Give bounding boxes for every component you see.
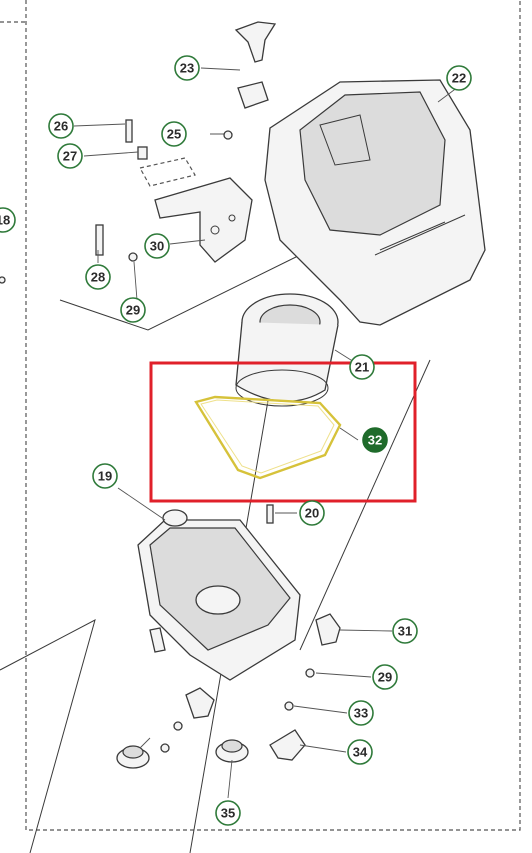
air-filter-element[interactable] bbox=[235, 293, 339, 407]
screw-25[interactable] bbox=[223, 130, 233, 140]
callout-34[interactable]: 34 bbox=[347, 739, 373, 765]
callout-26[interactable]: 26 bbox=[48, 113, 74, 139]
spacer-27[interactable] bbox=[137, 146, 148, 160]
callout-23[interactable]: 23 bbox=[174, 55, 200, 81]
callout-badges: 19 20 21 22 23 25 26 27 28 29 29 30 31 32 33 34 35 18 bbox=[0, 55, 472, 826]
bolt-26[interactable] bbox=[125, 119, 133, 143]
callout-18[interactable]: 18 bbox=[0, 207, 16, 233]
leader-lines bbox=[73, 67, 471, 799]
callout-label: 25 bbox=[167, 127, 181, 142]
callout-21[interactable]: 21 bbox=[349, 354, 375, 380]
mounting-bracket[interactable] bbox=[154, 177, 253, 263]
grommet-left[interactable] bbox=[116, 745, 150, 769]
callout-29a[interactable]: 29 bbox=[120, 297, 146, 323]
gasket-32[interactable] bbox=[194, 395, 342, 480]
nut-29-lower[interactable] bbox=[305, 668, 315, 678]
callout-label: 32 bbox=[368, 433, 382, 448]
callout-22[interactable]: 22 bbox=[446, 65, 472, 91]
callout-label: 33 bbox=[354, 706, 368, 721]
callout-label: 30 bbox=[150, 239, 164, 254]
callout-label: 28 bbox=[91, 270, 105, 285]
callout-25[interactable]: 25 bbox=[161, 121, 187, 147]
nut-18-left[interactable] bbox=[0, 276, 6, 284]
frame-line-right bbox=[299, 359, 431, 651]
callout-29b[interactable]: 29 bbox=[372, 664, 398, 690]
callout-label: 19 bbox=[98, 469, 112, 484]
callout-label: 27 bbox=[63, 149, 77, 164]
callout-label: 29 bbox=[126, 303, 140, 318]
callout-27[interactable]: 27 bbox=[57, 143, 83, 169]
callout-31[interactable]: 31 bbox=[392, 618, 418, 644]
bolt-28[interactable] bbox=[95, 224, 104, 256]
callout-label: 35 bbox=[221, 806, 235, 821]
callout-label: 18 bbox=[0, 213, 10, 228]
nut-left-b[interactable] bbox=[160, 743, 170, 753]
callout-20[interactable]: 20 bbox=[299, 500, 325, 526]
callout-30[interactable]: 30 bbox=[144, 233, 170, 259]
callout-32[interactable]: 32 bbox=[362, 427, 388, 453]
screw-33[interactable] bbox=[284, 701, 294, 711]
cushion-31[interactable] bbox=[315, 613, 341, 646]
callout-label: 20 bbox=[305, 506, 319, 521]
callout-19[interactable]: 19 bbox=[92, 463, 118, 489]
air-box-base[interactable] bbox=[137, 509, 301, 681]
callout-label: 22 bbox=[452, 71, 466, 86]
foam-gasket bbox=[139, 157, 196, 187]
callout-label: 26 bbox=[54, 119, 68, 134]
callout-label: 23 bbox=[180, 61, 194, 76]
gasket-32-inner bbox=[200, 399, 335, 474]
nut-left-a[interactable] bbox=[173, 721, 183, 731]
nut-29-upper[interactable] bbox=[128, 252, 138, 262]
air-filter-cover[interactable] bbox=[264, 79, 486, 326]
frame-top-left bbox=[0, 0, 521, 831]
selection-highlight bbox=[149, 361, 417, 503]
callout-label: 21 bbox=[355, 360, 369, 375]
callout-33[interactable]: 33 bbox=[348, 700, 374, 726]
screw-20[interactable] bbox=[266, 504, 274, 524]
clip-34[interactable] bbox=[269, 729, 306, 761]
grommet-right[interactable] bbox=[215, 739, 249, 763]
frame-line-left bbox=[0, 619, 96, 853]
callout-label: 31 bbox=[398, 624, 412, 639]
cushion-left[interactable] bbox=[185, 687, 215, 719]
callout-label: 34 bbox=[353, 745, 368, 760]
callout-label: 29 bbox=[378, 670, 392, 685]
latch-handle[interactable] bbox=[234, 21, 277, 109]
callout-28[interactable]: 28 bbox=[85, 264, 111, 290]
callout-35[interactable]: 35 bbox=[215, 800, 241, 826]
frame-line-bracket bbox=[59, 254, 301, 331]
